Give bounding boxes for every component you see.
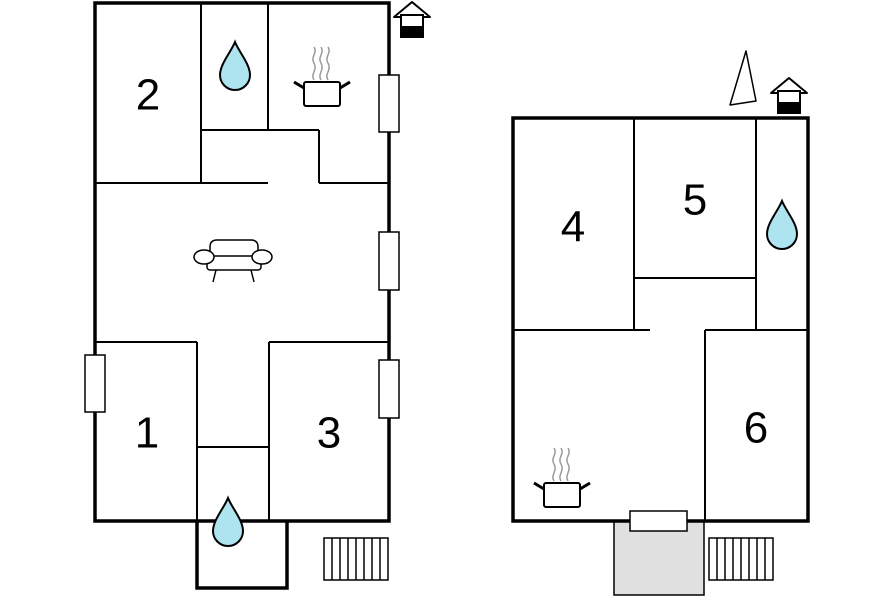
window-icon bbox=[378, 231, 400, 291]
left-floor-plan: 2 1 3 bbox=[84, 1, 431, 590]
cooking-pot-icon bbox=[532, 446, 592, 509]
north-arrow-icon bbox=[729, 50, 757, 106]
stairs-icon bbox=[708, 537, 774, 581]
window-icon bbox=[629, 510, 688, 532]
left-annex-wall bbox=[195, 521, 289, 590]
water-drop-icon bbox=[212, 497, 244, 547]
window-icon bbox=[84, 354, 106, 413]
room-label-3: 3 bbox=[317, 409, 341, 458]
house-entrance-icon bbox=[393, 1, 431, 38]
window-icon bbox=[378, 74, 400, 133]
room-label-6: 6 bbox=[744, 404, 768, 453]
right-interior-walls bbox=[513, 118, 808, 521]
terrace-area bbox=[613, 520, 705, 596]
right-outer-wall bbox=[511, 116, 810, 523]
room-label-2: 2 bbox=[136, 71, 160, 120]
water-drop-icon bbox=[219, 41, 251, 91]
stairs-icon bbox=[323, 537, 389, 581]
window-icon bbox=[378, 359, 400, 419]
room-label-5: 5 bbox=[683, 176, 707, 225]
right-floor-plan: 4 5 6 bbox=[511, 50, 810, 596]
room-label-1: 1 bbox=[135, 409, 159, 458]
water-drop-icon bbox=[766, 200, 798, 250]
cooking-pot-icon bbox=[292, 45, 352, 108]
room-label-4: 4 bbox=[561, 203, 585, 252]
left-interior-walls bbox=[95, 3, 389, 522]
sofa-icon bbox=[193, 239, 273, 283]
house-entrance-icon bbox=[770, 77, 808, 114]
